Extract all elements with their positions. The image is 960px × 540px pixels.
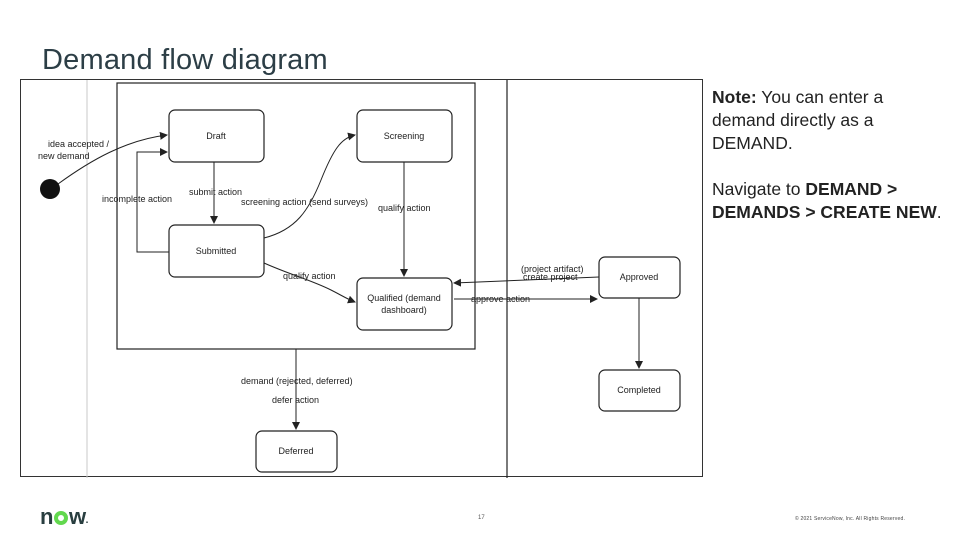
diagram-canvas: Draft Screening Submitted Qualified (dem…: [38, 80, 681, 478]
label-create-project: create project: [523, 272, 578, 282]
note-label: Note:: [712, 87, 757, 107]
edge-qualify-from-submitted: [263, 262, 356, 304]
edge-incomplete: [136, 148, 169, 253]
label-qualify-action-1: qualify action: [378, 203, 431, 213]
label-idea-accepted-2: new demand: [38, 151, 90, 161]
logo-letter-w: w: [68, 504, 86, 529]
logo-o-ring-icon: [53, 511, 68, 525]
initial-state-dot: [40, 179, 60, 199]
label-idea-accepted-1: idea accepted /: [48, 139, 110, 149]
node-submitted: [168, 224, 265, 278]
logo-letter-n: n: [40, 504, 53, 529]
note-paragraph-1: Note: You can enter a demand directly as…: [712, 86, 944, 155]
edge-initial-to-draft: [57, 131, 168, 185]
page-number: 17: [478, 515, 485, 521]
label-incomplete-action: incomplete action: [102, 194, 172, 204]
label-defer-action: defer action: [272, 395, 319, 405]
demand-flow-diagram: Draft Screening Submitted Qualified (dem…: [20, 79, 703, 478]
node-qualified-label-1: Qualified (demand: [367, 293, 441, 303]
label-demand-rejected: demand (rejected, deferred): [241, 376, 353, 386]
label-screening-action: screening action (send surveys): [241, 197, 368, 207]
page-title: Demand flow diagram: [42, 44, 328, 76]
logo-dot: .: [85, 515, 89, 526]
node-approved-label: Approved: [620, 272, 659, 282]
node-draft-label: Draft: [206, 131, 226, 141]
edge-create-project: [453, 276, 600, 287]
edge-screening: [263, 132, 356, 239]
node-submitted-label: Submitted: [196, 246, 237, 256]
note-navigation-path: DEMAND > DEMANDS > CREATE NEW: [712, 179, 937, 222]
copyright-text: © 2021 ServiceNow, Inc. All Rights Reser…: [795, 516, 906, 522]
label-project-artifact: (project artifact): [521, 264, 584, 274]
note-text: You can enter a demand directly as a DEM…: [712, 87, 884, 153]
label-approve-action: approve action: [471, 294, 530, 304]
node-completed-label: Completed: [617, 385, 661, 395]
note-panel: Note: You can enter a demand directly as…: [712, 86, 944, 247]
label-qualify-action-2: qualify action: [283, 271, 336, 281]
node-qualified-label-2: dashboard): [381, 305, 427, 315]
note-period: .: [936, 202, 942, 222]
note-navigate-text: Navigate to: [712, 179, 806, 199]
node-screening-label: Screening: [384, 131, 425, 141]
node-qualified: [356, 277, 453, 331]
node-completed: [598, 369, 681, 412]
label-submit-action: submit action: [189, 187, 242, 197]
node-deferred-label: Deferred: [278, 446, 313, 456]
node-deferred: [255, 430, 338, 473]
node-draft: [168, 109, 265, 163]
note-paragraph-2: Navigate to DEMAND > DEMANDS > CREATE NE…: [712, 178, 944, 224]
